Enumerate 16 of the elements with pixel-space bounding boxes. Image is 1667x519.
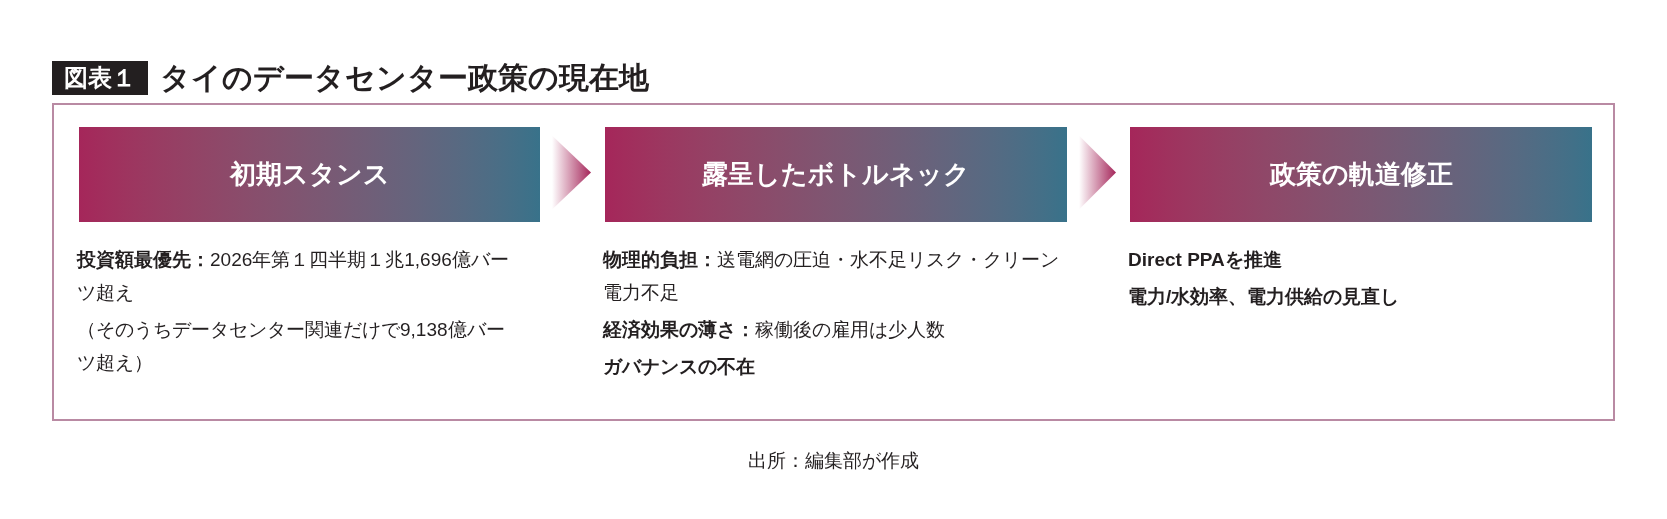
title: タイのデータセンター政策の現在地 <box>160 60 649 96</box>
stage-description: 投資額最優先：2026年第１四半期１兆1,696億バーツ超え <box>77 248 510 305</box>
stage-description: 電力/水効率、電力供給の見直し <box>1128 285 1401 309</box>
stage-description: 物理的負担：送電網の圧迫・水不足リスク・クリーン電力不足 <box>603 248 1060 305</box>
chevron-arrow <box>552 135 591 210</box>
stage-header-bar: 露呈したボトルネック <box>605 127 1067 222</box>
frame-box <box>52 103 1615 421</box>
source-caption: 出所：編集部が作成 <box>747 449 920 473</box>
figure-number-badge: 図表１ <box>52 60 148 95</box>
stage-header-bar: 初期スタンス <box>79 127 540 222</box>
stage-description: Direct PPAを推進 <box>1128 248 1283 272</box>
stage-description: 経済効果の薄さ：稼働後の雇用は少人数 <box>603 318 946 342</box>
chevron-arrow <box>1079 135 1116 210</box>
stage-description: ガバナンスの不在 <box>603 355 756 379</box>
stage-header-bar: 政策の軌道修正 <box>1130 127 1592 222</box>
stage-description: （そのうちデータセンター関連だけで9,138億バーツ超え） <box>77 318 506 375</box>
